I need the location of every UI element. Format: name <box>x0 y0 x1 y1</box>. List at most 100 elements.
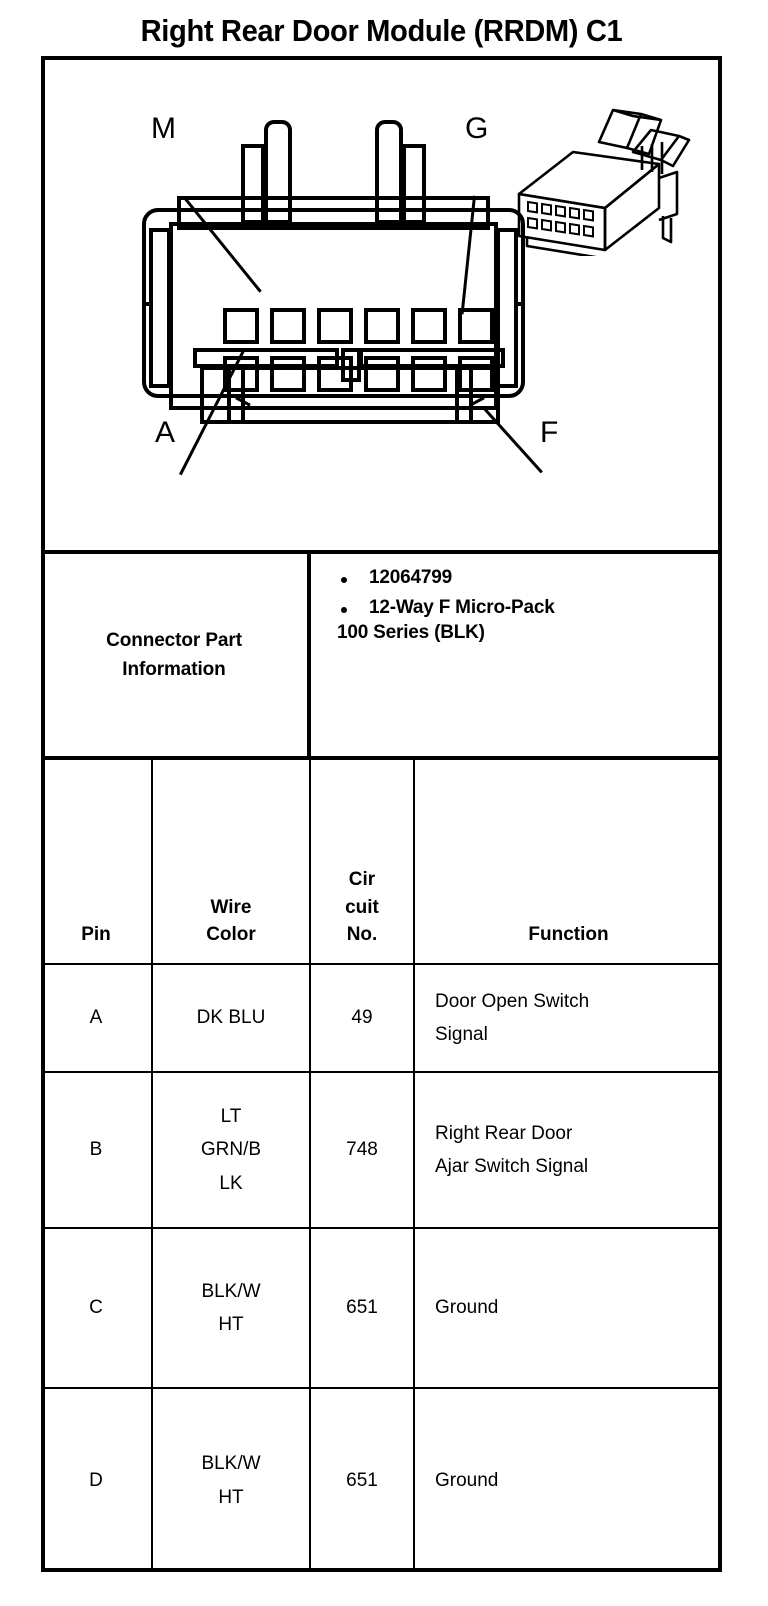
cavity-bottom-5 <box>411 356 447 392</box>
cell-circuit-no: 748 <box>309 1071 415 1229</box>
table-row: A DK BLU 49 Door Open Switch Signal <box>41 963 722 1073</box>
function-line: Signal <box>435 1024 488 1045</box>
wire-color-line: BLK/W <box>201 1280 261 1302</box>
cell-function: Ground <box>413 1387 722 1572</box>
cavity-top-1 <box>223 308 259 344</box>
connector-rail-left <box>149 228 171 388</box>
cell-wire-color: BLK/W HT <box>151 1387 311 1572</box>
function-line: Door Open Switch <box>435 990 590 1012</box>
part-info-bullet-1: 12064799 <box>337 567 722 589</box>
callout-label-m: M <box>151 112 176 145</box>
connector-flange-right <box>359 348 505 368</box>
cavity-top-5 <box>411 308 447 344</box>
cavity-top-2 <box>270 308 306 344</box>
cell-function: Ground <box>413 1227 722 1389</box>
wire-color-line: BLK/W <box>201 1453 261 1475</box>
circuit-no-value: 49 <box>351 1007 373 1029</box>
circuit-no-value: 651 <box>346 1469 378 1491</box>
connector-isometric-view <box>517 108 691 256</box>
connector-flange-left <box>193 348 339 368</box>
function-line: Ground <box>435 1297 499 1319</box>
part-info-label-cell: Connector Part Information <box>41 554 311 756</box>
function-line: Right Rear Door <box>435 1122 573 1144</box>
cavity-bottom-2 <box>270 356 306 392</box>
cavity-top-4 <box>364 308 400 344</box>
table-row: D BLK/W HT 651 Ground <box>41 1387 722 1572</box>
connector-type-value: 12-Way F Micro-Pack 100 Series (BLK) <box>337 596 555 644</box>
cell-pin: B <box>41 1071 153 1229</box>
pin-table: Pin Wire Color Cir cuit No. Function <box>41 760 722 1572</box>
cell-circuit-no: 651 <box>309 1387 415 1572</box>
pin-value: D <box>89 1469 103 1491</box>
bullet-dot-icon <box>341 577 347 583</box>
table-row: C BLK/W HT 651 Ground <box>41 1227 722 1389</box>
part-info-label-line2: Information <box>122 659 226 680</box>
leader-line-f <box>481 406 543 474</box>
header-pin: Pin <box>41 760 153 965</box>
cell-pin: D <box>41 1387 153 1572</box>
cavity-top-6 <box>458 308 494 344</box>
header-pin-label: Pin <box>81 924 111 946</box>
header-circuit-no: Cir cuit No. <box>309 760 415 965</box>
cell-function: Door Open Switch Signal <box>413 963 722 1073</box>
function-line: Ground <box>435 1469 499 1491</box>
cavity-bottom-4 <box>364 356 400 392</box>
cell-wire-color: BLK/W HT <box>151 1227 311 1389</box>
connector-rail-right <box>496 228 518 388</box>
circuit-no-value: 651 <box>346 1297 378 1319</box>
part-info-label: Connector Part Information <box>106 626 242 685</box>
table-header-row: Pin Wire Color Cir cuit No. Function <box>41 760 722 965</box>
header-circuit-line1: Cir <box>348 869 376 891</box>
part-info-label-line1: Connector Part <box>106 629 242 651</box>
part-info-values-cell: 12064799 12-Way F Micro-Pack 100 Series … <box>311 554 722 756</box>
wire-color-line: HT <box>218 1314 244 1335</box>
callout-label-f: F <box>540 416 559 449</box>
connector-notch-left <box>142 302 152 306</box>
connector-skirt-rib-left-b <box>241 368 245 422</box>
connector-top-ledge <box>177 196 490 230</box>
pin-assignment-table: Pin Wire Color Cir cuit No. Function <box>41 760 722 1572</box>
part-number-value: 12064799 <box>369 567 452 588</box>
header-wire-color: Wire Color <box>151 760 311 965</box>
pin-value: A <box>89 1007 103 1029</box>
part-info-bullet-2: 12-Way F Micro-Pack 100 Series (BLK) <box>337 596 722 644</box>
connector-skirt-rib-left-a <box>227 368 231 422</box>
callout-label-a: A <box>155 416 176 449</box>
pin-value: B <box>89 1139 103 1161</box>
connector-notch-right <box>515 302 525 306</box>
cell-circuit-no: 651 <box>309 1227 415 1389</box>
page-title: Right Rear Door Module (RRDM) C1 <box>140 13 623 48</box>
circuit-no-value: 748 <box>346 1139 378 1161</box>
wire-color-line: LT <box>220 1106 242 1128</box>
cell-wire-color: LT GRN/B LK <box>151 1071 311 1229</box>
connector-part-information-row: Connector Part Information 12064799 12-W… <box>41 554 722 760</box>
header-circuit-line2: cuit <box>345 896 379 918</box>
cell-pin: C <box>41 1227 153 1389</box>
cell-wire-color: DK BLU <box>151 963 311 1073</box>
connector-type-line2: 100 Series (BLK) <box>337 621 485 643</box>
header-wire-color-line1: Wire <box>210 896 252 918</box>
connector-diagram-area: M G A F <box>41 56 722 554</box>
cavity-top-3 <box>317 308 353 344</box>
header-function: Function <box>413 760 722 965</box>
connector-body-skirt <box>200 366 500 424</box>
table-row: B LT GRN/B LK 748 Right Rear Door Ajar S… <box>41 1071 722 1229</box>
header-function-label: Function <box>528 924 609 946</box>
pin-value: C <box>89 1297 103 1319</box>
cell-function: Right Rear Door Ajar Switch Signal <box>413 1071 722 1229</box>
wire-color-line: HT <box>218 1486 244 1508</box>
cavity-bottom-6 <box>458 356 494 392</box>
cell-pin: A <box>41 963 153 1073</box>
bullet-dot-icon <box>341 606 347 613</box>
wire-color-line: DK BLU <box>196 1007 266 1029</box>
connector-type-line1: 12-Way F Micro-Pack <box>369 596 555 618</box>
header-circuit-line3: No. <box>346 924 378 946</box>
connector-skirt-rib-right-a <box>455 368 459 422</box>
wire-color-line: LK <box>219 1172 243 1194</box>
header-wire-color-line2: Color <box>206 924 256 946</box>
callout-label-g: G <box>465 112 489 145</box>
wire-color-line: GRN/B <box>200 1139 262 1161</box>
cell-circuit-no: 49 <box>309 963 415 1073</box>
connector-skirt-rib-right-b <box>469 368 473 422</box>
